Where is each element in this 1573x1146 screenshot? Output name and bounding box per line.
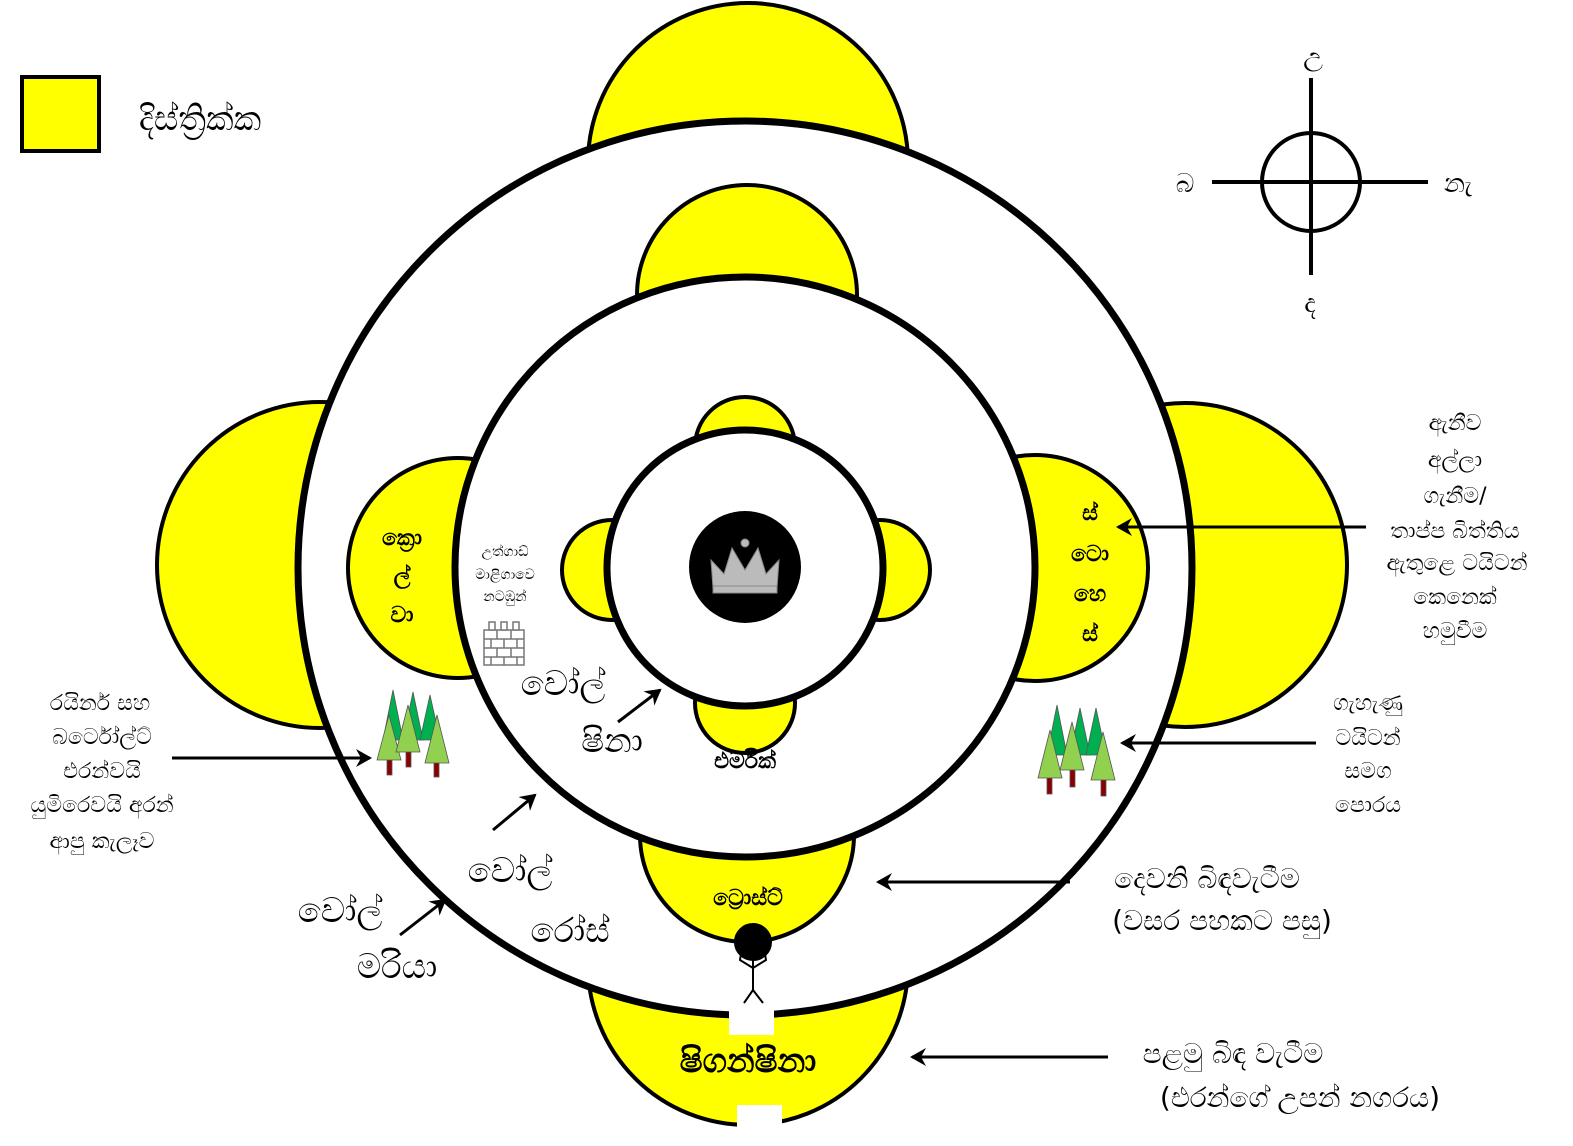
svg-text:වා: වා xyxy=(390,603,413,628)
svg-text:දෙවනි බිඳවැටීම: දෙවනි බිඳවැටීම xyxy=(1114,862,1300,896)
svg-text:මාළිගාවෙ: මාළිගාවෙ xyxy=(475,567,535,583)
svg-text:කෙනෙක්: කෙනෙක් xyxy=(1413,585,1497,610)
svg-text:ටයිටන්: ටයිටන් xyxy=(1335,726,1400,751)
svg-text:මරියා: මරියා xyxy=(357,947,438,987)
svg-text:නටඹුන්: නටඹුන් xyxy=(483,589,526,606)
svg-text:උත්ගාඩ්: උත්ගාඩ් xyxy=(481,544,528,560)
svg-text:ස්: ස් xyxy=(1082,621,1099,647)
label-utgard-castle: උත්ගාඩ් මාළිගාවෙ නටඹුන් xyxy=(475,544,535,606)
label-stohess: ස් ටො හෙ ස් xyxy=(1071,500,1109,647)
svg-text:ස්: ස් xyxy=(1082,500,1099,526)
label-wall-maria: වෝල් මරියා xyxy=(298,891,438,987)
label-wall-rose: වෝල් රෝස් xyxy=(468,851,610,951)
compass-east: නැ xyxy=(1444,169,1473,199)
svg-text:හමුවීම: හමුවීම xyxy=(1423,619,1488,645)
svg-text:පළමු බිඳ වැටීම: පළමු බිඳ වැටීම xyxy=(1143,1037,1324,1072)
annotation-forest: රයිනර් සහ බර්ටෝල්ට් එරන්වයි යුමිරෙවයි අර… xyxy=(30,691,173,855)
svg-text:ෂිනා: ෂිනා xyxy=(581,721,643,761)
svg-text:ටො: ටො xyxy=(1071,542,1109,567)
svg-text:පොරය: පොරය xyxy=(1335,793,1401,818)
label-klorva: ක්‍රො ල් වා xyxy=(382,526,422,628)
svg-text:ගැනීම/: ගැනීම/ xyxy=(1424,484,1488,509)
colossal-titan-figure xyxy=(734,923,772,1004)
svg-text:රයිනර් සහ: රයිනර් සහ xyxy=(50,691,150,716)
castle-ruins-icon xyxy=(483,621,525,666)
label-wall-sina: වෝල් ෂිනා xyxy=(521,664,643,761)
crown-icon xyxy=(710,538,780,594)
svg-text:රෝස්: රෝස් xyxy=(530,911,609,951)
svg-text:ආපු කැලෑව: ආපු කැලෑව xyxy=(50,829,155,855)
svg-text:ල්: ල් xyxy=(394,563,412,590)
gate-shiganshina-outer xyxy=(737,1105,782,1140)
compass-west: බ xyxy=(1176,169,1195,199)
compass-south: ද xyxy=(1304,289,1316,319)
svg-text:(වසර පහකට පසු): (වසර පහකට පසු) xyxy=(1112,904,1332,939)
forest-icon-east xyxy=(1037,704,1116,797)
arrow-wall-rose xyxy=(492,793,537,832)
svg-text:එරන්වයි: එරන්වයි xyxy=(63,759,141,784)
svg-text:වෝල්: වෝල් xyxy=(298,891,383,931)
svg-text:බර්ටෝල්ට්: බර්ටෝල්ට් xyxy=(52,725,152,750)
svg-text:වෝල්: වෝල් xyxy=(468,851,553,891)
royal-capital xyxy=(689,511,801,623)
compass-north: උ xyxy=(1303,42,1323,72)
label-ermich: එර්මික් xyxy=(714,747,776,774)
svg-text:තාප්ප බිත්තිය: තාප්ප බිත්තිය xyxy=(1390,519,1519,544)
svg-text:යුමිරෙවයි අරන්: යුමිරෙවයි අරන් xyxy=(30,793,173,819)
arrow-wall-sina xyxy=(617,688,662,724)
legend-swatch xyxy=(20,75,101,153)
svg-text:ඇනීව: ඇනීව xyxy=(1429,411,1482,437)
label-shiganshina: ෂිගන්ෂිනා xyxy=(680,1041,817,1081)
svg-text:අල්ලා: අල්ලා xyxy=(1428,448,1482,474)
svg-text:හෙ: හෙ xyxy=(1074,582,1106,607)
svg-text:ගැහැණු: ගැහැණු xyxy=(1333,691,1403,716)
compass-rose xyxy=(1212,78,1428,275)
annotation-female-titan: ගැහැණු ටයිටන් සමග පොරය xyxy=(1333,691,1403,818)
svg-text:වෝල්: වෝල් xyxy=(521,664,606,704)
forest-icon-west xyxy=(376,689,450,778)
annotation-second-breach: දෙවනි බිඳවැටීම (වසර පහකට පසු) xyxy=(1112,862,1332,939)
svg-text:(එරන්ගේ උපන් නගරය): (එරන්ගේ උපන් නගරය) xyxy=(1160,1081,1440,1114)
arrow-wall-maria xyxy=(399,898,447,937)
gate-shiganshina-inner xyxy=(729,1005,774,1035)
svg-text:ඇතුළෙ ටයිටන්: ඇතුළෙ ටයිටන් xyxy=(1386,551,1527,577)
svg-text:සමග: සමග xyxy=(1344,759,1391,784)
svg-text:ක්‍රො: ක්‍රො xyxy=(382,526,422,553)
legend-label: දිස්ත්‍රික්ක xyxy=(139,99,261,140)
annotation-annie-capture: ඇනීව අල්ලා ගැනීම/ තාප්ප බිත්තිය ඇතුළෙ ටය… xyxy=(1386,411,1527,645)
annotation-first-breach: පළමු බිඳ වැටීම (එරන්ගේ උපන් නගරය) xyxy=(1143,1037,1440,1114)
label-trost: ට්‍රොස්ට් xyxy=(713,885,783,911)
